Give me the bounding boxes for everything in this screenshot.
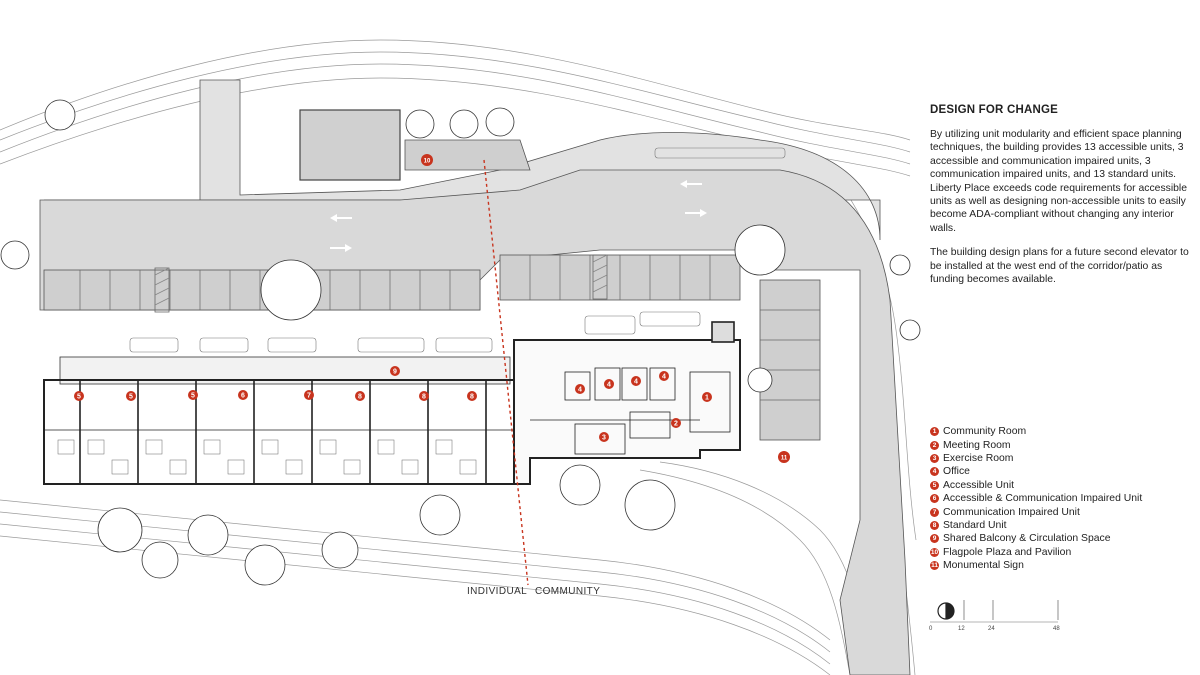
marker-6: 6	[238, 390, 248, 400]
scale-0: 0	[929, 626, 933, 632]
scale-12: 12	[958, 626, 965, 632]
label-community: COMMUNITY	[535, 586, 600, 597]
legend-item: 8 Standard Unit	[930, 519, 1200, 532]
panel-paragraph-1: By utilizing unit modularity and efficie…	[930, 129, 1188, 234]
svg-text:5: 5	[77, 394, 81, 401]
svg-text:7: 7	[307, 393, 311, 400]
legend-label: Monumental Sign	[943, 560, 1024, 572]
legend-number: 11	[930, 561, 939, 571]
svg-text:6: 6	[241, 393, 245, 400]
panel-heading: DESIGN FOR CHANGE	[930, 104, 1058, 116]
legend-item: 9 Shared Balcony & Circulation Space	[930, 532, 1200, 545]
marker-5c: 5	[188, 390, 198, 400]
residential-wing	[43, 379, 515, 485]
svg-text:10: 10	[424, 159, 431, 165]
marker-4a: 4	[575, 384, 585, 394]
legend-label: Accessible Unit	[943, 479, 1015, 491]
legend: 1 Community Room 2 Meeting Room 3 Exercise …	[930, 425, 1200, 572]
marker-5a: 5	[74, 391, 84, 401]
marker-1: 1	[702, 392, 712, 402]
legend-label: Office	[943, 466, 970, 478]
legend-item: 7 Communication Impaired Unit	[930, 505, 1200, 518]
svg-text:8: 8	[422, 394, 426, 401]
legend-label: Exercise Room	[943, 452, 1014, 464]
marker-10: 10	[421, 154, 433, 166]
svg-text:4: 4	[662, 374, 666, 381]
marker-9: 9	[390, 366, 400, 376]
legend-number: 4	[930, 467, 939, 477]
legend-item: 5 Accessible Unit	[930, 479, 1200, 492]
svg-text:3: 3	[602, 435, 606, 442]
trees	[0, 99, 921, 586]
legend-item: 3 Exercise Room	[930, 452, 1200, 465]
legend-number: 8	[930, 520, 939, 530]
legend-number: 3	[930, 453, 939, 463]
scale-bar: 0 12 24 48	[929, 600, 1060, 632]
svg-text:8: 8	[470, 394, 474, 401]
marker-8b: 8	[419, 391, 429, 401]
marker-2: 2	[671, 418, 681, 428]
legend-item: 1 Community Room	[930, 425, 1200, 438]
plan-markers: 5 5 5 6 7 8 8 8 9 4 4 4 4 1 2 3 10 11	[74, 154, 790, 463]
svg-text:5: 5	[191, 393, 195, 400]
marker-7: 7	[304, 390, 314, 400]
svg-text:2: 2	[674, 421, 678, 428]
legend-number: 9	[930, 534, 939, 544]
legend-number: 7	[930, 507, 939, 517]
svg-text:9: 9	[393, 369, 397, 376]
legend-number: 5	[930, 480, 939, 490]
marker-8c: 8	[467, 391, 477, 401]
svg-text:4: 4	[634, 379, 638, 386]
traffic-arrows	[330, 180, 707, 252]
legend-label: Accessible & Communication Impaired Unit	[943, 493, 1143, 505]
label-individual: INDIVIDUAL	[467, 586, 527, 597]
legend-label: Community Room	[943, 426, 1027, 438]
legend-item: 2 Meeting Room	[930, 438, 1200, 451]
description-panel: DESIGN FOR CHANGE By utilizing unit modu…	[930, 104, 1190, 297]
legend-label: Communication Impaired Unit	[943, 506, 1080, 518]
community-divider	[483, 159, 529, 586]
svg-text:1: 1	[705, 395, 709, 402]
svg-text:4: 4	[607, 382, 611, 389]
svg-text:8: 8	[358, 394, 362, 401]
panel-paragraph-2: The building design plans for a future s…	[930, 247, 1189, 286]
legend-item: 10 Flagpole Plaza and Pavilion	[930, 546, 1200, 559]
legend-item: 4 Office	[930, 465, 1200, 478]
svg-text:11: 11	[781, 456, 788, 462]
legend-label: Meeting Room	[943, 439, 1011, 451]
svg-text:4: 4	[578, 387, 582, 394]
legend-label: Standard Unit	[943, 519, 1007, 531]
legend-number: 10	[930, 547, 939, 557]
legend-label: Shared Balcony & Circulation Space	[943, 533, 1111, 545]
marker-11: 11	[778, 451, 790, 463]
parking-stripes	[79, 255, 820, 401]
legend-item: 6 Accessible & Communication Impaired Uni…	[930, 492, 1200, 505]
marker-8a: 8	[355, 391, 365, 401]
scale-48: 48	[1053, 626, 1060, 632]
legend-item: 11 Monumental Sign	[930, 559, 1200, 572]
marker-4c: 4	[631, 376, 641, 386]
legend-number: 2	[930, 440, 939, 450]
legend-number: 1	[930, 427, 939, 437]
marker-4b: 4	[604, 379, 614, 389]
marker-4d: 4	[659, 371, 669, 381]
scale-24: 24	[988, 626, 995, 632]
marker-3: 3	[599, 432, 609, 442]
legend-label: Flagpole Plaza and Pavilion	[943, 546, 1072, 558]
shrub-rows	[129, 147, 786, 353]
crosswalk	[154, 254, 608, 313]
svg-text:5: 5	[129, 394, 133, 401]
community-wing	[513, 321, 741, 485]
legend-number: 6	[930, 494, 939, 504]
marker-5b: 5	[126, 391, 136, 401]
